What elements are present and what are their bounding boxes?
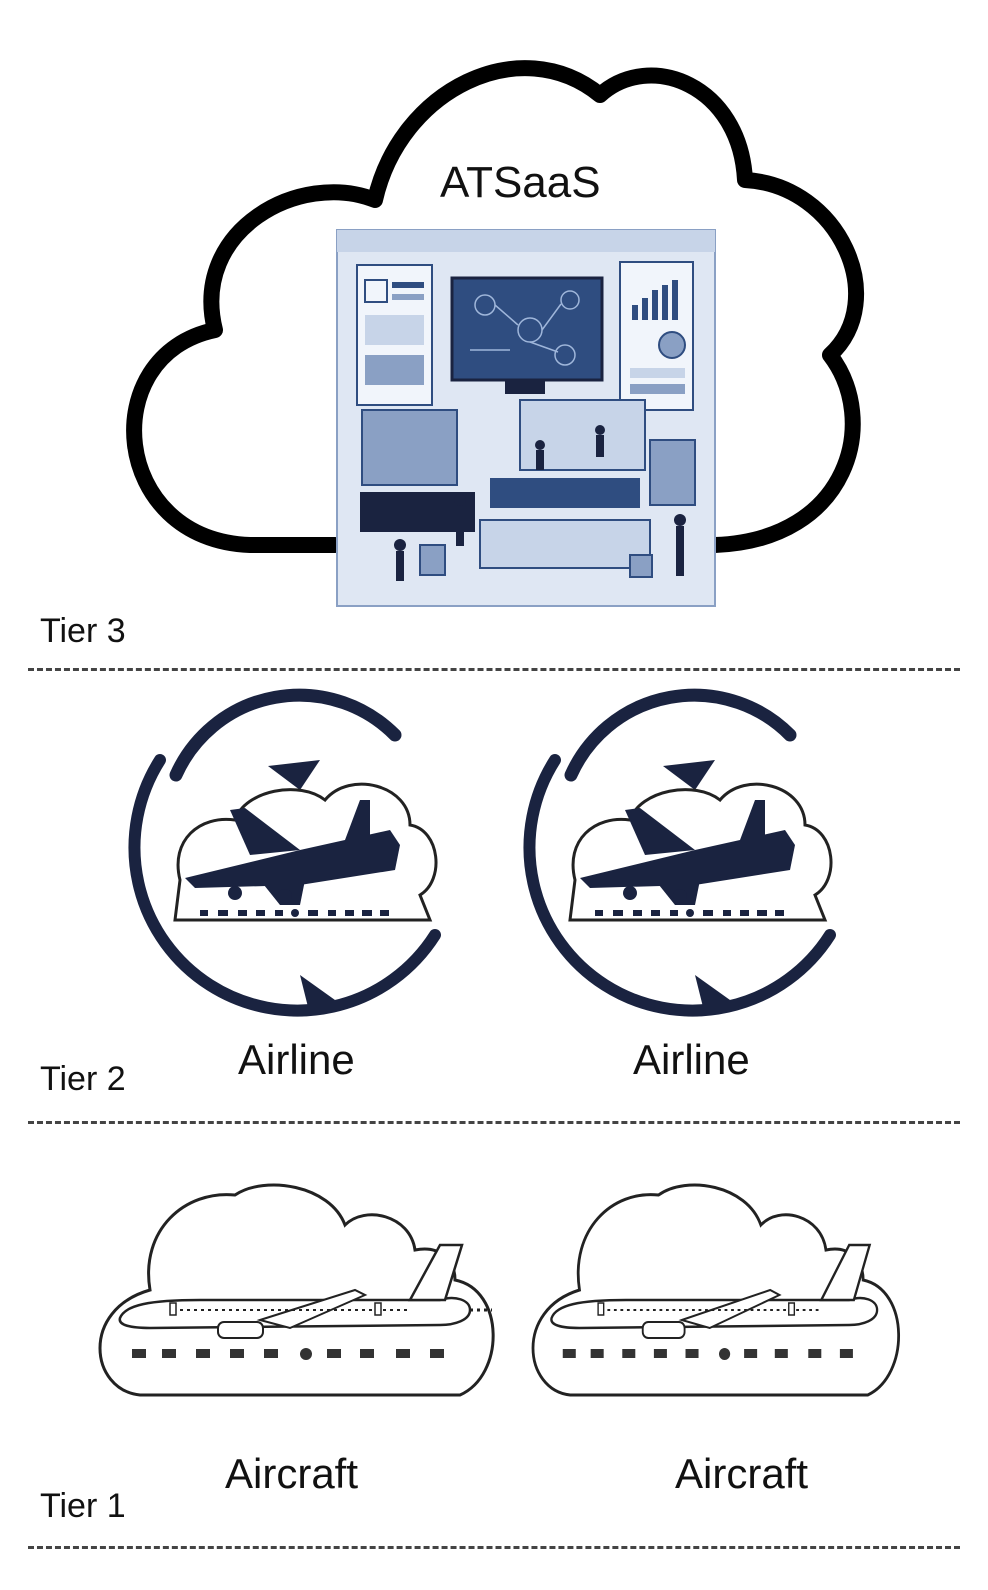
aircraft-label: Aircraft xyxy=(675,1450,809,1497)
aircraft-cloud-icon xyxy=(98,1183,495,1397)
tier-divider xyxy=(28,1121,960,1124)
tier-2-label: Tier 2 xyxy=(40,1060,126,1098)
tier-divider xyxy=(28,1546,960,1549)
airline-label: Airline xyxy=(238,1036,355,1083)
airline-cycle-icon xyxy=(529,695,831,1015)
tier-1-label: Tier 1 xyxy=(40,1487,126,1525)
atsaas-cloud xyxy=(126,60,864,553)
aircraft-label: Aircraft xyxy=(225,1450,359,1497)
airline-label: Airline xyxy=(633,1036,750,1083)
tier-divider xyxy=(28,668,960,671)
airline-cycle-icon xyxy=(134,695,436,1015)
tier-3-label: Tier 3 xyxy=(40,612,126,650)
aircraft-cloud-icon xyxy=(531,1183,901,1397)
atsaas-title: ATSaaS xyxy=(440,158,601,207)
operations-center-illustration xyxy=(336,229,716,607)
